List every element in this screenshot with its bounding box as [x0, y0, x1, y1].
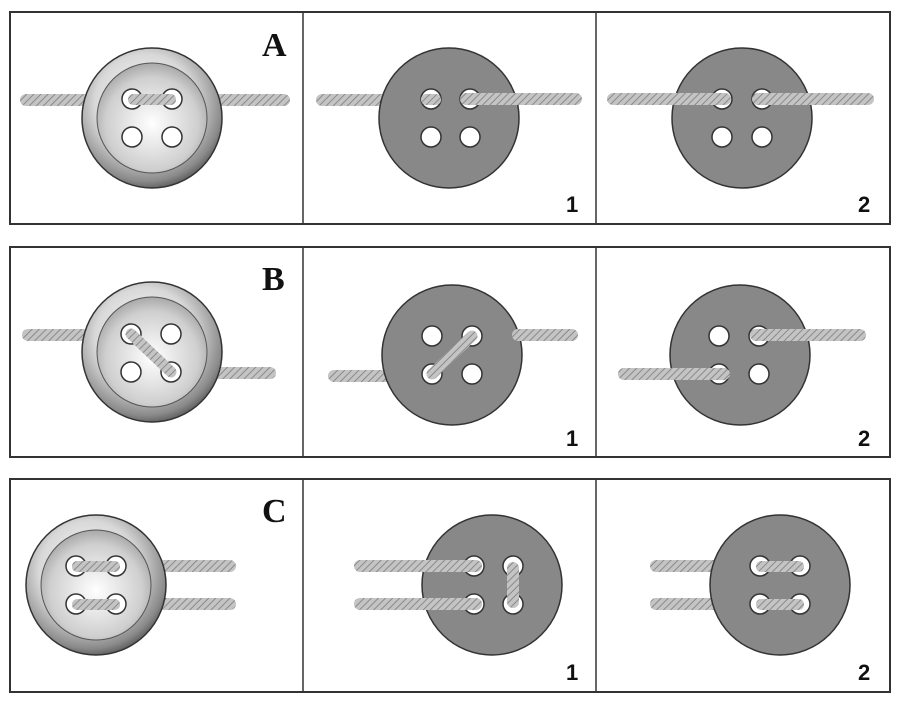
hole [459, 126, 481, 148]
row-c-panel-1: 1 [354, 514, 578, 685]
row-b-panel-1: 1 [328, 284, 578, 451]
stitch [756, 561, 804, 572]
thread [158, 560, 236, 572]
hole [711, 126, 733, 148]
panel-number: 2 [858, 192, 870, 217]
thread [752, 93, 874, 105]
stitch [125, 328, 177, 378]
flat-button [709, 514, 851, 656]
stitch [72, 599, 120, 610]
thread [158, 598, 236, 610]
thread [607, 93, 731, 105]
thread [328, 370, 396, 382]
row-a-frame [9, 11, 891, 225]
thread [650, 560, 720, 572]
row-a: A 1 2 [9, 11, 891, 225]
hole [161, 126, 183, 148]
thread [512, 329, 578, 341]
panel-number: 1 [566, 660, 578, 685]
panel-number: 2 [858, 426, 870, 451]
row-label: B [262, 261, 285, 298]
hole [751, 126, 773, 148]
shaded-button [81, 47, 223, 189]
row-b-panel-0: B [22, 261, 285, 423]
hole [121, 126, 143, 148]
flat-button [669, 284, 811, 426]
thread [460, 93, 582, 105]
thread [316, 94, 388, 106]
thread [22, 329, 102, 341]
hole [120, 361, 142, 383]
row-b: B 1 2 [9, 246, 891, 458]
thread [750, 329, 866, 341]
thread [354, 560, 482, 572]
flat-button [421, 514, 563, 656]
panel-number: 1 [566, 192, 578, 217]
thread [618, 368, 730, 380]
hole [708, 325, 730, 347]
hole [421, 325, 443, 347]
row-label: A [262, 27, 287, 64]
row-c: C 1 2 [9, 478, 891, 693]
stitch [421, 94, 441, 105]
hole [748, 363, 770, 385]
row-label: C [262, 493, 287, 530]
shaded-button [81, 281, 223, 423]
stitch [756, 599, 804, 610]
row-c-panel-2: 2 [650, 514, 870, 685]
thread [354, 598, 482, 610]
row-a-panel-1: 1 [316, 47, 582, 217]
row-a-panel-0: A [20, 27, 290, 189]
row-c-panel-0: C [25, 493, 287, 656]
flat-button [378, 47, 520, 189]
thread [650, 598, 720, 610]
shaded-button [25, 514, 167, 656]
hole [160, 323, 182, 345]
stitch [72, 561, 120, 572]
hole [420, 126, 442, 148]
panel-number: 2 [858, 660, 870, 685]
hole [461, 363, 483, 385]
row-b-frame [9, 246, 891, 458]
panel-number: 1 [566, 426, 578, 451]
stitch [128, 94, 176, 105]
stitch [507, 562, 519, 608]
stitch [426, 330, 478, 380]
row-c-frame [9, 478, 891, 693]
row-b-panel-2: 2 [618, 284, 870, 451]
row-a-panel-2: 2 [607, 47, 874, 217]
flat-button [671, 47, 813, 189]
